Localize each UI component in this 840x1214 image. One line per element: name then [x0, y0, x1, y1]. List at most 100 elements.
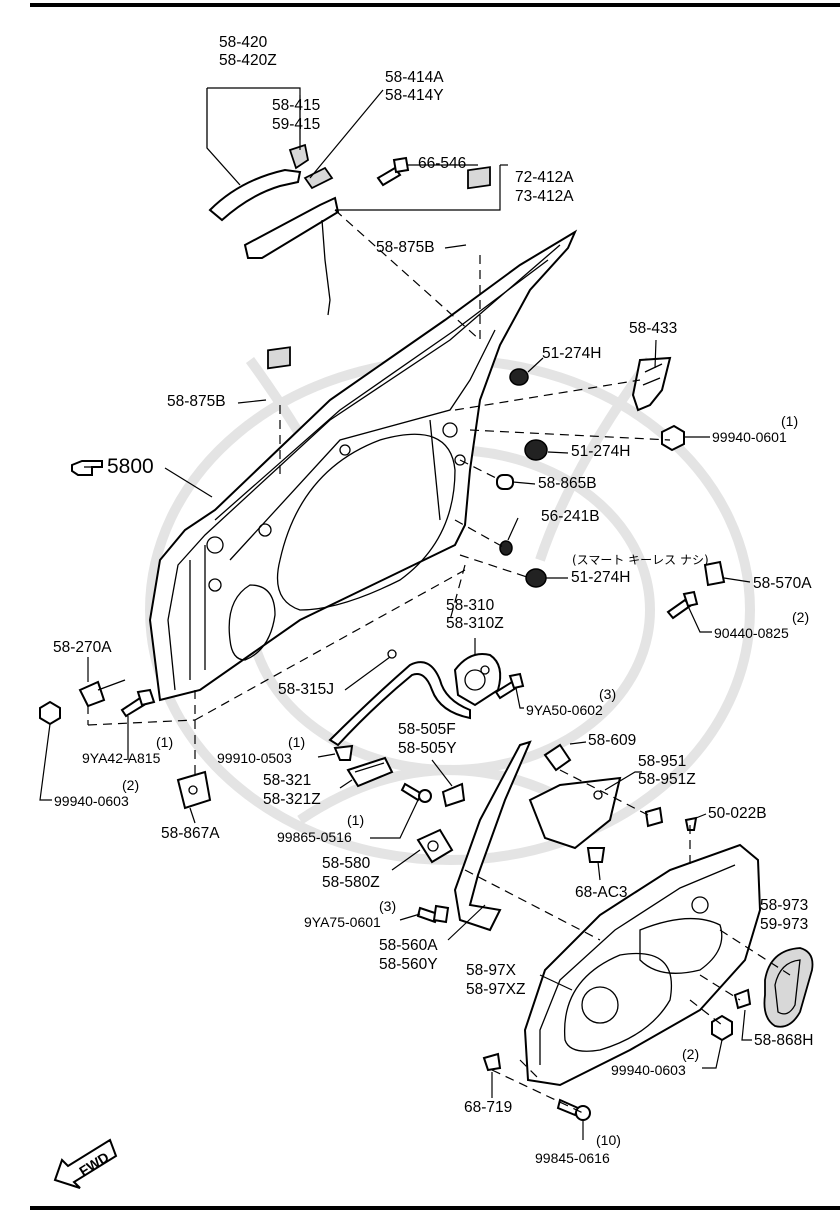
grommet-51-274h-3: [525, 568, 547, 588]
inner-handle-58-321: [346, 756, 394, 788]
part-label-58-414y: 58-414Y: [385, 87, 444, 104]
fwd-arrow-icon: [53, 1138, 118, 1189]
motor-58-310: [453, 653, 502, 707]
cable-58-315j: [328, 661, 471, 747]
part-label-9ya50-0602: 9YA50-0602: [526, 702, 603, 718]
check-58-270a: [78, 679, 126, 708]
part-label-68-719: 68-719: [464, 1099, 513, 1116]
qty-label-99940-0603-b: (2): [682, 1046, 700, 1062]
latch-58-433: [631, 356, 672, 412]
part-label-58-270a: 58-270A: [53, 639, 112, 656]
part-label-99940-0603-b: 99940-0603: [611, 1062, 686, 1078]
clip-58-570a: [703, 560, 726, 587]
pad-58-875b-top: [467, 166, 491, 190]
part-label-58-867a: 58-867A: [161, 825, 220, 842]
part-label-58-415: 58-415: [272, 97, 321, 114]
part-label-58-560y: 58-560Y: [379, 956, 438, 973]
part-label-58-420z: 58-420Z: [219, 52, 277, 69]
part-label-51-274h-3: 51-274H: [571, 569, 631, 586]
part-label-58-570a: 58-570A: [753, 575, 812, 592]
note-label: (スマート キーレス ナシ): [572, 553, 709, 567]
clip-99910-0503: [333, 744, 354, 761]
clip-68-719: [482, 1052, 502, 1072]
plug-56-241b: [499, 540, 513, 556]
part-label-58-433: 58-433: [629, 320, 678, 337]
motor-58-580: [416, 828, 454, 864]
bezel-58-973: [763, 947, 814, 1028]
hinge-58-867a: [176, 770, 212, 810]
part-label-58-580: 58-580: [322, 855, 371, 872]
pad-58-875b-left: [267, 346, 291, 370]
part-label-72-412a: 72-412A: [515, 169, 574, 186]
part-label-58-310: 58-310: [446, 597, 495, 614]
part-label-58-868h: 58-868H: [754, 1032, 814, 1049]
qty-label-99940-0603-a: (2): [122, 777, 140, 793]
bolt-9ya75-0601: [416, 904, 450, 924]
part-label-66-546: 66-546: [418, 155, 467, 172]
qty-label-9ya50-0602: (3): [599, 686, 617, 702]
part-label-58-414a: 58-414A: [385, 69, 444, 86]
part-label-58-505f: 58-505F: [398, 721, 456, 738]
qty-label-9ya75-0601: (3): [379, 898, 397, 914]
part-label-58-951: 58-951: [638, 753, 687, 770]
outer-handle: [206, 87, 340, 316]
leader-lines: [39, 89, 752, 1140]
grommet-51-274h-1: [509, 368, 529, 386]
qty-label-99910-0503: (1): [288, 734, 306, 750]
part-label-9ya42-a815: 9YA42-A815: [82, 750, 161, 766]
part-label-58-315j: 58-315J: [278, 681, 335, 698]
part-label-56-241b: 56-241B: [541, 508, 600, 525]
nut-99940-0601: [661, 424, 685, 452]
part-label-50-022b: 50-022B: [708, 805, 767, 822]
part-label-58-420: 58-420: [219, 34, 268, 51]
clip-58-609: [543, 743, 572, 772]
cap-58-865b: [496, 474, 514, 490]
nut-99940-0603-left: [39, 700, 61, 726]
qty-label-99865-0516: (1): [347, 812, 365, 828]
part-label-51-274h-2: 51-274H: [571, 443, 631, 460]
ring-58-868h: [733, 988, 752, 1010]
part-label-73-412a: 73-412A: [515, 188, 574, 205]
part-label-58-951z: 58-951Z: [638, 771, 696, 788]
main-assembly-label: 5800: [107, 455, 154, 478]
part-label-9ya75-0601: 9YA75-0601: [304, 914, 381, 930]
nut-99940-0603-right: [711, 1014, 733, 1042]
part-label-99845-0616: 99845-0616: [535, 1150, 610, 1166]
part-label-58-97x: 58-97X: [466, 962, 516, 979]
part-label-58-865b: 58-865B: [538, 475, 597, 492]
part-label-99910-0503: 99910-0503: [217, 750, 292, 766]
part-label-59-973: 59-973: [760, 916, 809, 933]
qty-label-9ya42-a815: (1): [156, 734, 174, 750]
qty-label-90440-0825: (2): [792, 609, 810, 625]
part-label-58-505y: 58-505Y: [398, 740, 457, 757]
channel-58-560a: [453, 740, 532, 932]
bolt-9ya42-a815: [120, 688, 156, 718]
trim-panel-58-97x: [523, 843, 762, 1087]
part-label-58-580z: 58-580Z: [322, 874, 380, 891]
part-label-59-415: 59-415: [272, 116, 321, 133]
part-label-58-875b-top: 58-875B: [376, 239, 435, 256]
part-label-58-321: 58-321: [263, 772, 312, 789]
screw-99865-0516: [400, 782, 432, 803]
part-label-99865-0516: 99865-0516: [277, 829, 352, 845]
part-label-58-97xz: 58-97XZ: [466, 981, 526, 998]
pointing-hand-icon: [71, 460, 103, 476]
part-label-58-310z: 58-310Z: [446, 615, 504, 632]
part-label-99940-0603-a: 99940-0603: [54, 793, 129, 809]
seal-58-951: [528, 776, 622, 850]
part-label-68-ac3: 68-AC3: [575, 884, 628, 901]
bolt-9ya50-0602: [494, 672, 525, 700]
cover-58-505f: [441, 782, 466, 808]
part-label-90440-0825: 90440-0825: [714, 625, 789, 641]
qty-label-99940-0601: (1): [781, 413, 799, 429]
clip-68-ac3: [586, 806, 664, 863]
bolt-90440-0825: [666, 590, 699, 620]
part-label-58-560a: 58-560A: [379, 937, 438, 954]
qty-label-99845-0616: (10): [596, 1132, 621, 1148]
grommet-51-274h-2: [524, 439, 548, 461]
part-label-58-973: 58-973: [760, 897, 809, 914]
part-label-58-875b-left: 58-875B: [167, 393, 226, 410]
part-label-99940-0601: 99940-0601: [712, 429, 787, 445]
part-label-58-609: 58-609: [588, 732, 637, 749]
